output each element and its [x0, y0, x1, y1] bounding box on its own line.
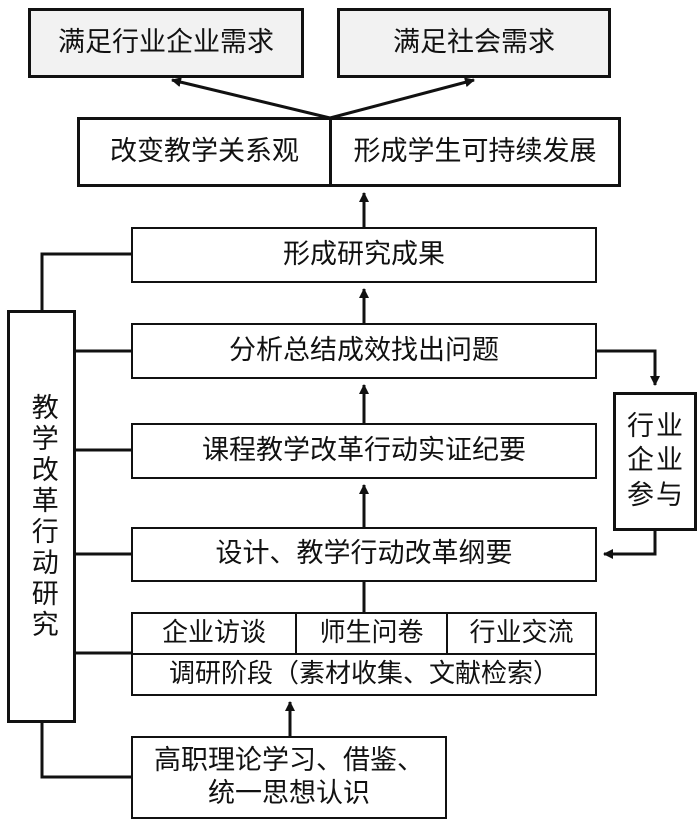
- step-research-results: 形成研究成果: [131, 227, 597, 283]
- side-char: 参: [627, 479, 654, 511]
- step-design-outline-label: 设计、教学行动改革纲要: [215, 538, 513, 570]
- arrow-to-industry-needs: [171, 77, 331, 120]
- survey-method-enterprise-interviews: 企业访谈: [133, 614, 297, 655]
- line-left-to-results: [40, 252, 131, 310]
- outcome-change-relationship: 改变教学关系观: [80, 120, 332, 184]
- step-empirical-summary: 课程教学改革行动实证纪要: [131, 423, 597, 479]
- side-industry-participation-text: 行 业 企 业 参 与: [627, 411, 683, 512]
- side-char: 企: [627, 445, 654, 477]
- outcome-change-relationship-label: 改变教学关系观: [110, 135, 299, 167]
- goal-industry-needs: 满足行业企业需求: [28, 8, 304, 78]
- side-char: 行: [627, 410, 654, 442]
- goal-social-needs-label: 满足社会需求: [393, 26, 555, 58]
- step-empirical-summary-label: 课程教学改革行动实证纪要: [202, 434, 526, 466]
- survey-stage-caption-label: 调研阶段（素材收集、文献检索）: [168, 658, 559, 689]
- goal-social-needs: 满足社会需求: [337, 8, 611, 78]
- step-theory-study: 高职理论学习、借鉴、 统一思想认识: [131, 736, 447, 819]
- side-char: 业: [656, 410, 683, 442]
- arrow-to-social-needs: [329, 77, 475, 120]
- survey-stage-caption: 调研阶段（素材收集、文献检索）: [133, 655, 595, 694]
- step-analyze-summarize-label: 分析总结成效找出问题: [229, 334, 499, 366]
- survey-method-industry-exchange-label: 行业交流: [469, 617, 574, 648]
- survey-method-industry-exchange: 行业交流: [448, 614, 595, 655]
- side-industry-participation: 行 业 企 业 参 与: [613, 392, 697, 531]
- step-survey-stage: 企业访谈 师生问卷 行业交流 调研阶段（素材收集、文献检索）: [131, 612, 597, 696]
- survey-method-questionnaires-label: 师生问卷: [319, 617, 424, 648]
- step-design-outline: 设计、教学行动改革纲要: [131, 527, 597, 582]
- step-theory-study-line2: 统一思想认识: [208, 777, 370, 809]
- step-theory-study-line1: 高职理论学习、借鉴、: [154, 745, 424, 777]
- goal-industry-needs-label: 满足行业企业需求: [58, 26, 274, 58]
- outcome-sustainable-development-label: 形成学生可持续发展: [353, 135, 597, 167]
- outcomes-box: 改变教学关系观 形成学生可持续发展: [77, 117, 621, 187]
- arrow-industry-to-design: [603, 530, 657, 559]
- side-char: 与: [656, 479, 683, 511]
- survey-method-questionnaires: 师生问卷: [297, 614, 448, 655]
- outcome-sustainable-development: 形成学生可持续发展: [332, 120, 618, 184]
- arrow-analyze-to-industry: [596, 349, 660, 386]
- step-analyze-summarize: 分析总结成效找出问题: [131, 323, 597, 379]
- side-action-research: 教学改革行动研究: [7, 310, 76, 723]
- side-char: 业: [656, 445, 683, 477]
- side-action-research-label: 教学改革行动研究: [26, 392, 58, 641]
- line-left-to-theory: [40, 722, 131, 779]
- step-research-results-label: 形成研究成果: [283, 238, 445, 270]
- survey-method-enterprise-interviews-label: 企业访谈: [161, 617, 266, 648]
